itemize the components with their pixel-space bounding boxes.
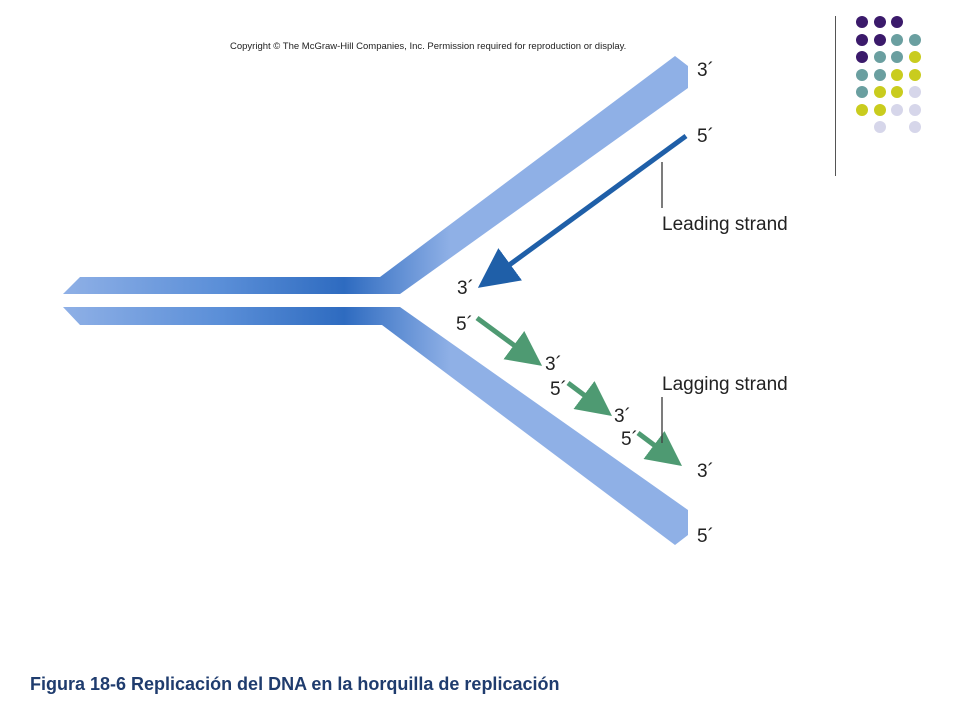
lagging-1-5-label: 5´: [456, 314, 473, 335]
decor-dot: [891, 68, 903, 81]
parent-strand-top: [63, 56, 688, 294]
decor-dot: [891, 86, 903, 98]
copyright-notice: Copyright © The McGraw-Hill Companies, I…: [230, 41, 627, 52]
decor-divider-line: [835, 16, 836, 176]
decor-dot: [891, 103, 903, 116]
okazaki-fragment-3-arrow: [636, 431, 682, 466]
decor-dot: [873, 121, 886, 133]
decor-dot: [873, 33, 886, 46]
lagging-strand-label: Lagging strand: [662, 374, 788, 395]
decor-dot: [856, 68, 868, 81]
lagging-3-3-label: 3´: [697, 461, 714, 482]
okazaki-fragment-2-arrow: [566, 381, 612, 416]
decor-dot: [873, 103, 886, 116]
decor-dot: [908, 33, 921, 46]
decor-dot: [908, 68, 921, 81]
decor-dot: [856, 16, 868, 28]
decor-dot: [856, 86, 868, 98]
parent-top-3-label: 3´: [697, 60, 714, 81]
decor-dot: [908, 51, 921, 63]
decor-dot: [873, 16, 886, 28]
decor-dot: [856, 33, 868, 46]
lagging-2-3-label: 3´: [614, 406, 631, 427]
okazaki-fragment-1-arrow: [475, 315, 543, 366]
decor-dot: [891, 33, 903, 46]
decor-dot: [873, 68, 886, 81]
leading-strand-label: Leading strand: [662, 214, 788, 235]
leading-strand-arrow: [477, 133, 688, 288]
decor-dot: [856, 51, 868, 63]
parent-top-5-label: 5´: [697, 126, 714, 147]
parent-bottom-5-label: 5´: [697, 526, 714, 547]
decor-dot: [908, 86, 921, 98]
decor-dot: [891, 51, 903, 63]
lagging-3-5-label: 5´: [621, 429, 638, 450]
lagging-1-3-label: 3´: [545, 354, 562, 375]
decor-dot: [856, 103, 868, 116]
decor-dot: [873, 51, 886, 63]
parent-strand-bottom: [63, 307, 688, 545]
figure-caption: Figura 18-6 Replicación del DNA en la ho…: [30, 674, 560, 694]
lagging-2-5-label: 5´: [550, 379, 567, 400]
decor-dot: [908, 121, 921, 133]
decor-dot: [873, 86, 886, 98]
decor-dot: [908, 103, 921, 116]
leading-end-3-label: 3´: [457, 278, 474, 299]
decor-dot: [891, 16, 903, 28]
